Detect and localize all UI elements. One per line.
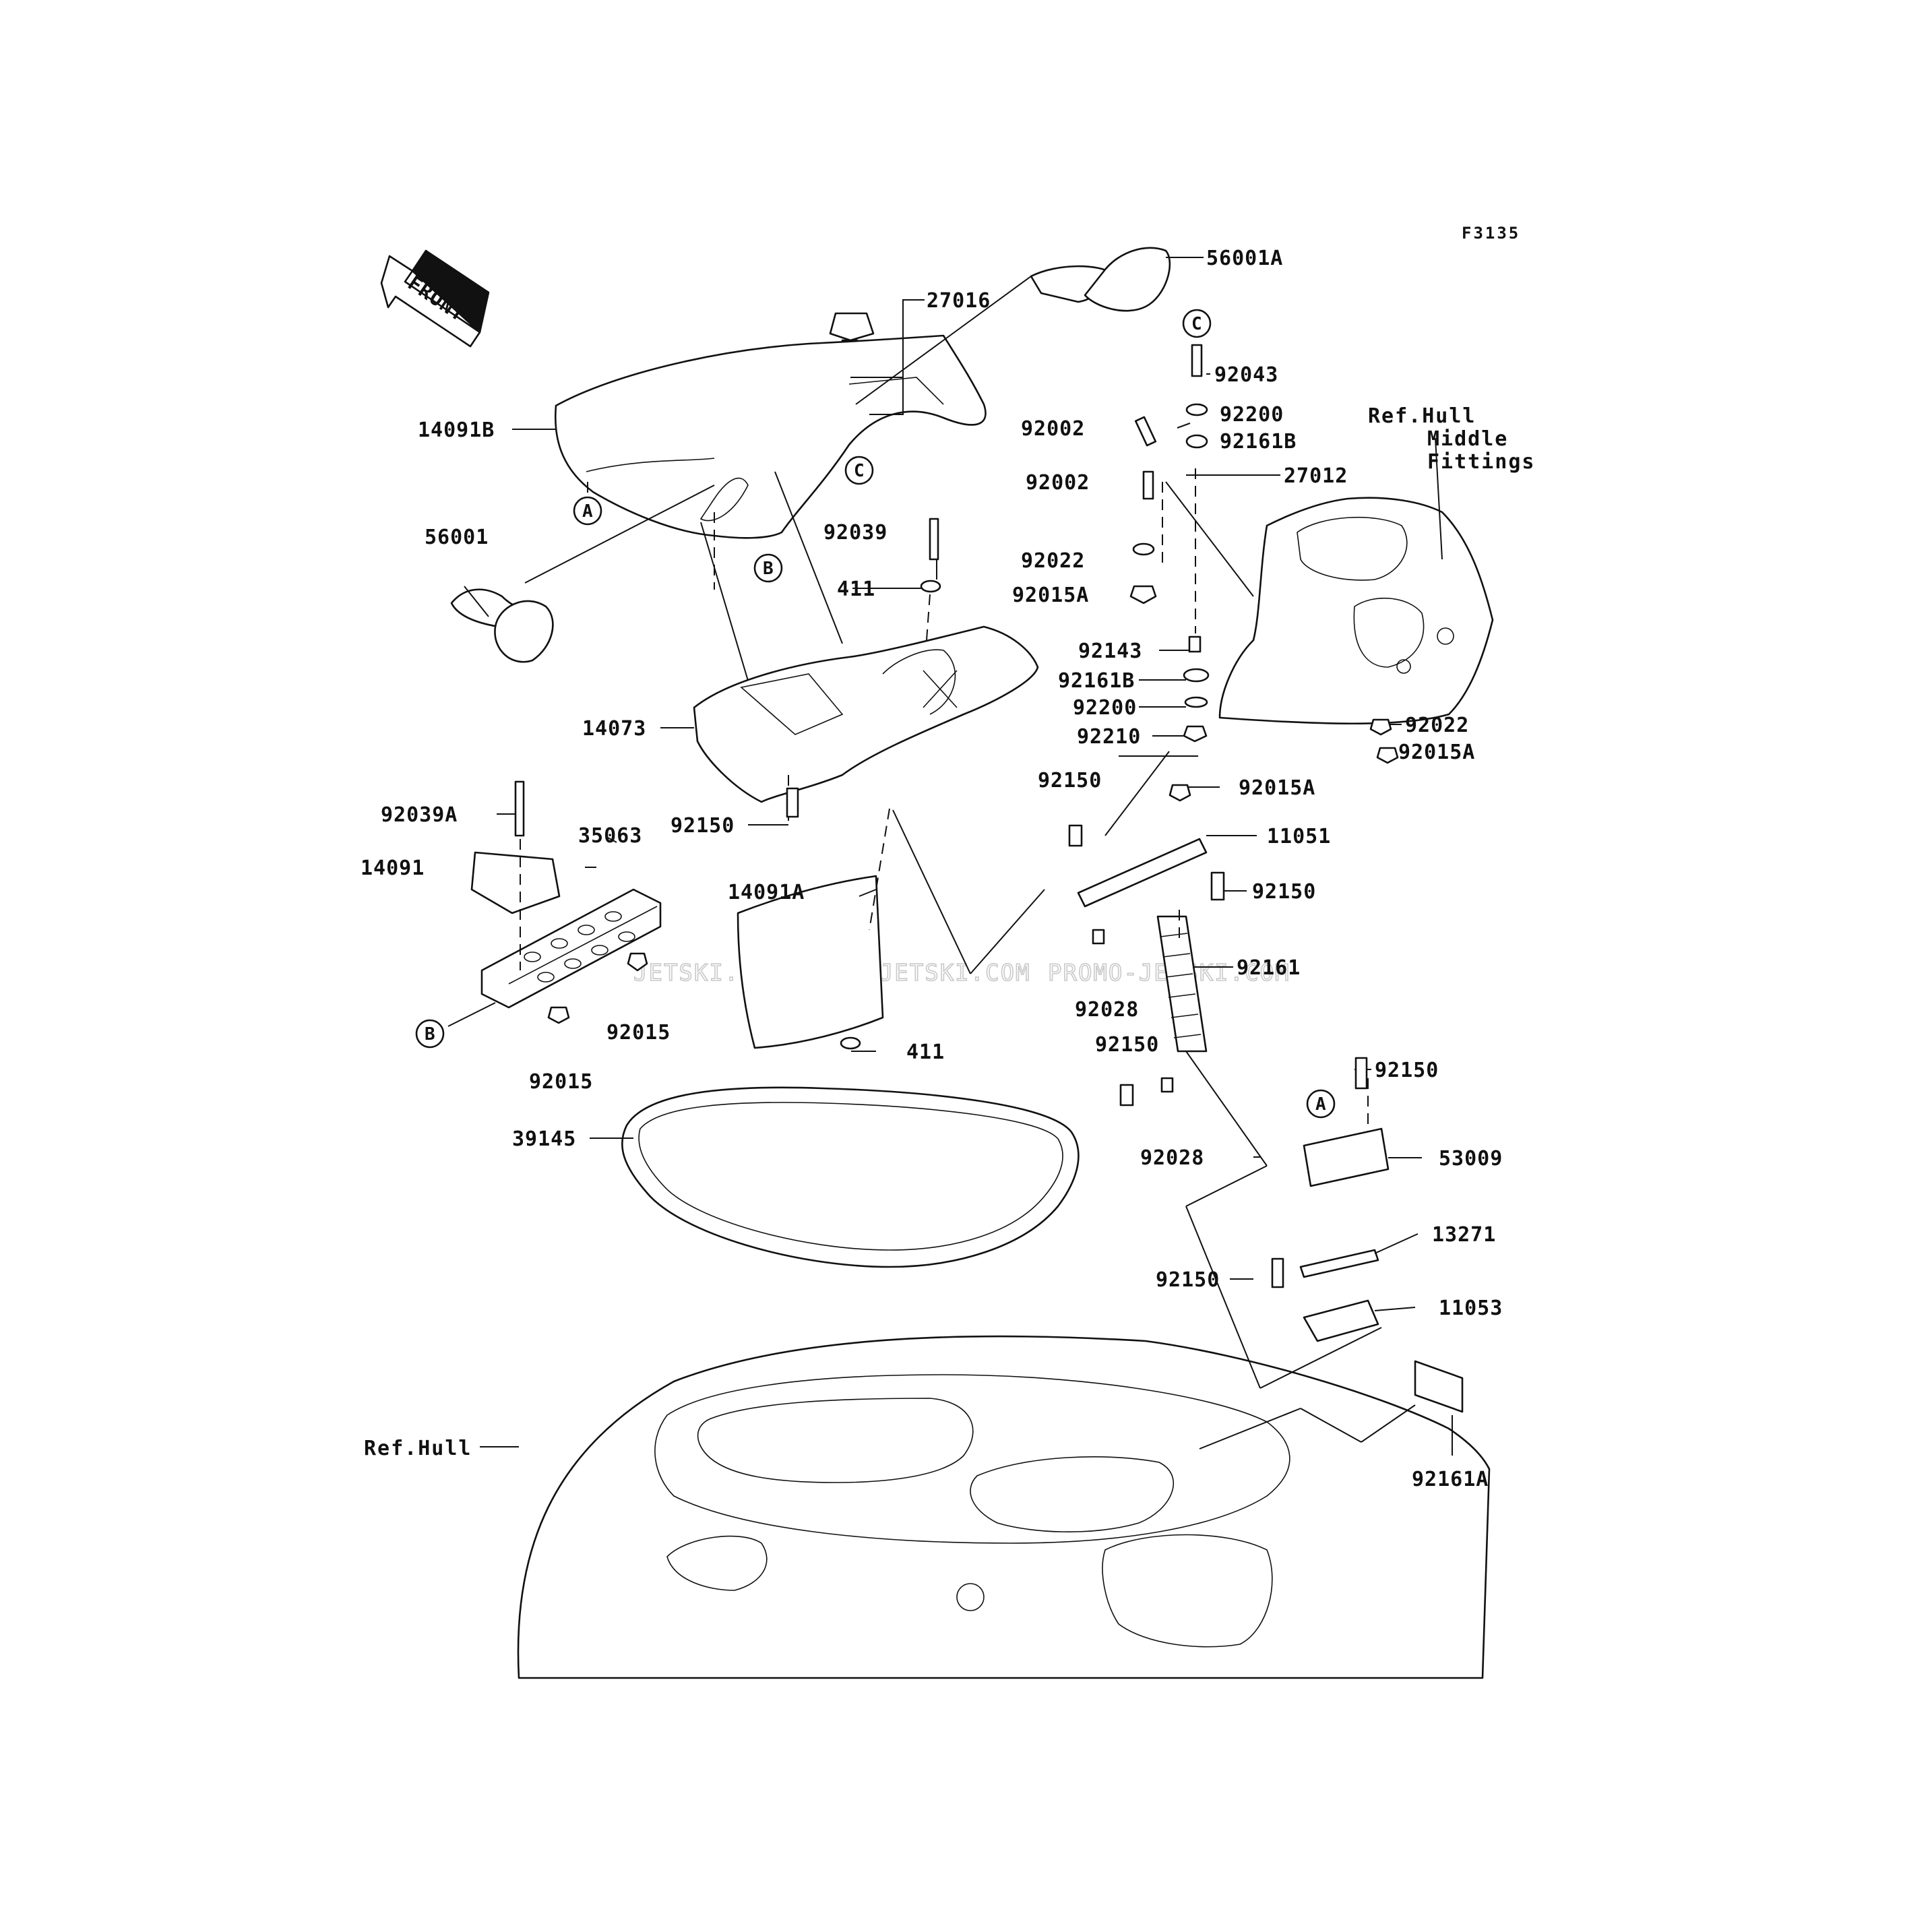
part-label-92150-mid-lower: 92150 [1095, 1033, 1159, 1057]
circle-ref-a-top: A [573, 496, 602, 526]
middle-fittings-housing [1218, 497, 1494, 725]
part-label-11053: 11053 [1439, 1297, 1503, 1320]
part-label-92161a: 92161A [1412, 1468, 1489, 1491]
latch-53009 [1303, 1127, 1390, 1187]
tray-14073 [693, 625, 1039, 803]
spring-92161 [1156, 915, 1208, 1053]
plate-35063 [480, 888, 662, 1009]
part-label-14091b: 14091B [418, 418, 495, 442]
circle-ref-a-right: A [1306, 1089, 1336, 1119]
circle-ref-b-mid: B [753, 553, 783, 583]
part-label-92028-lower: 92028 [1140, 1146, 1204, 1170]
circle-ref-b-mid-label: B [763, 559, 774, 579]
dashed-lines [520, 468, 1369, 1132]
ref-hull-label: Ref.Hull [364, 1437, 472, 1460]
fasteners [514, 344, 1399, 1288]
part-label-92043: 92043 [1214, 363, 1278, 387]
part-label-14073: 14073 [582, 717, 646, 741]
part-label-92150-left: 92150 [671, 814, 735, 838]
part-label-92015a-right: 92015A [1398, 741, 1475, 764]
part-label-92015a-mid: 92015A [1239, 776, 1315, 800]
ref-hull-middle-line-1: Ref.Hull [1368, 404, 1476, 428]
part-label-92015a-left: 92015A [1012, 584, 1089, 607]
ref-hull [517, 1335, 1491, 1679]
part-label-92161b-top: 92161B [1220, 430, 1297, 454]
part-label-27016: 27016 [927, 289, 991, 313]
part-label-13271: 13271 [1432, 1223, 1496, 1247]
part-label-92015-lower: 92015 [529, 1070, 593, 1094]
part-label-92150-right-top: 92150 [1375, 1059, 1439, 1082]
part-label-92200-top: 92200 [1220, 403, 1284, 427]
part-label-92143: 92143 [1078, 640, 1142, 663]
part-label-27012: 27012 [1284, 464, 1348, 488]
part-label-92002-top: 92002 [1021, 417, 1085, 441]
lid-14091 [470, 851, 561, 914]
circle-ref-a-top-label: A [582, 501, 593, 522]
tag-92161a [1414, 1360, 1464, 1413]
part-label-92022-right: 92022 [1405, 714, 1469, 737]
catch-11053 [1303, 1299, 1379, 1342]
part-label-92150-mid-right: 92150 [1252, 880, 1316, 904]
gasket-39145 [621, 1086, 1080, 1268]
ref-hull-middle-line-3: Fittings [1427, 450, 1536, 474]
part-label-35063: 35063 [578, 824, 642, 848]
plate-13271 [1299, 1249, 1379, 1278]
circle-ref-c-top-label: C [854, 461, 865, 481]
part-label-56001: 56001 [425, 526, 489, 549]
circle-ref-b-left-label: B [425, 1024, 435, 1045]
front-arrow: FRONT [380, 249, 490, 348]
part-label-92150-mid-top: 92150 [1038, 769, 1102, 792]
part-label-92015-upper: 92015 [606, 1021, 671, 1045]
part-label-14091: 14091 [361, 856, 425, 880]
part-labels: 56001A 27016 14091B 56001 92039 411 1407… [361, 247, 1503, 1491]
part-label-11051: 11051 [1267, 825, 1331, 848]
part-label-39145: 39145 [512, 1127, 576, 1151]
part-label-92150-right-bottom: 92150 [1156, 1268, 1220, 1292]
part-label-92161b-mid: 92161B [1058, 669, 1135, 693]
cover-14091b [554, 334, 987, 539]
diagram-code: F3135 [1462, 224, 1520, 243]
circle-ref-b-left: B [415, 1019, 445, 1049]
part-label-92028-upper: 92028 [1075, 998, 1139, 1022]
part-label-411-bottom: 411 [906, 1040, 945, 1064]
part-label-92161: 92161 [1237, 956, 1301, 980]
circle-ref-c-right: C [1182, 309, 1212, 338]
part-label-92039: 92039 [823, 521, 887, 544]
grip-56001 [450, 588, 554, 663]
bracket-11051 [1077, 838, 1208, 908]
ref-hull-middle-line-2: Middle [1427, 427, 1508, 451]
lid-14091a [737, 875, 884, 1049]
part-label-411-top: 411 [837, 578, 875, 601]
part-label-56001a: 56001A [1206, 247, 1283, 270]
part-label-53009: 53009 [1439, 1147, 1503, 1171]
circle-ref-a-right-label: A [1315, 1094, 1326, 1115]
part-label-92002-mid: 92002 [1026, 471, 1090, 495]
leader-lines [447, 257, 1453, 1456]
circle-ref-c-right-label: C [1191, 314, 1202, 334]
grip-56001a [1030, 247, 1171, 312]
part-label-92022-left: 92022 [1021, 549, 1085, 573]
circle-ref-c-top: C [844, 456, 874, 485]
part-label-92210: 92210 [1077, 725, 1141, 749]
part-label-14091a: 14091A [728, 881, 805, 904]
plate-holes [524, 911, 635, 983]
part-label-92039a: 92039A [381, 803, 458, 827]
part-label-92200-mid: 92200 [1073, 696, 1137, 720]
